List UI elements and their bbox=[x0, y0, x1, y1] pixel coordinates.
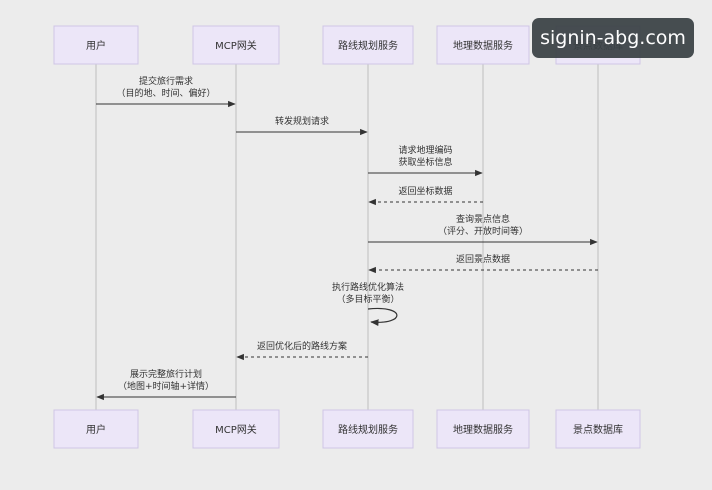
message-label-3-line-2: 获取坐标信息 bbox=[398, 156, 452, 168]
participant-label-user-top: 用户 bbox=[86, 39, 106, 52]
message-label-1-line-1: 提交旅行需求 bbox=[139, 75, 193, 87]
watermark-badge: signin-abg.com bbox=[532, 18, 694, 58]
message-label-8-line-1: 返回优化后的路线方案 bbox=[257, 340, 347, 352]
participant-label-planner-top: 路线规划服务 bbox=[338, 39, 398, 52]
participant-box-gateway-top bbox=[192, 25, 280, 65]
participant-box-geo-bottom bbox=[436, 409, 530, 449]
message-label-1-line-2: （目的地、时间、偏好） bbox=[116, 87, 215, 99]
message-label-5-line-1: 查询景点信息 bbox=[456, 213, 510, 225]
participant-box-gateway-bottom bbox=[192, 409, 280, 449]
participant-box-user-bottom bbox=[53, 409, 139, 449]
participant-label-gateway-top: MCP网关 bbox=[215, 39, 257, 52]
message-label-7-line-1: 执行路线优化算法 bbox=[332, 281, 404, 293]
participant-box-planner-bottom bbox=[322, 409, 414, 449]
participant-label-gateway-bottom: MCP网关 bbox=[215, 423, 257, 436]
participant-label-planner-bottom: 路线规划服务 bbox=[338, 423, 398, 436]
participant-label-geo-top: 地理数据服务 bbox=[453, 39, 513, 52]
message-label-2-line-1: 转发规划请求 bbox=[275, 115, 329, 127]
participant-box-user-top bbox=[53, 25, 139, 65]
message-label-5-line-2: （评分、开放时间等） bbox=[438, 225, 528, 237]
message-label-4-line-1: 返回坐标数据 bbox=[398, 185, 452, 197]
message-label-3-line-1: 请求地理编码 bbox=[398, 144, 452, 156]
message-label-9-line-1: 展示完整旅行计划 bbox=[130, 368, 202, 380]
participant-box-poi-bottom bbox=[555, 409, 641, 449]
participant-box-geo-top bbox=[436, 25, 530, 65]
participant-label-user-bottom: 用户 bbox=[86, 423, 106, 436]
message-label-7-line-2: （多目标平衡） bbox=[336, 293, 399, 305]
participant-label-poi-bottom: 景点数据库 bbox=[573, 423, 623, 436]
message-label-6-line-1: 返回景点数据 bbox=[456, 253, 510, 265]
participant-box-planner-top bbox=[322, 25, 414, 65]
message-arrow-7 bbox=[367, 307, 398, 326]
participant-label-geo-bottom: 地理数据服务 bbox=[453, 423, 513, 436]
message-label-9-line-2: （地图+时间轴+详情） bbox=[118, 380, 214, 392]
